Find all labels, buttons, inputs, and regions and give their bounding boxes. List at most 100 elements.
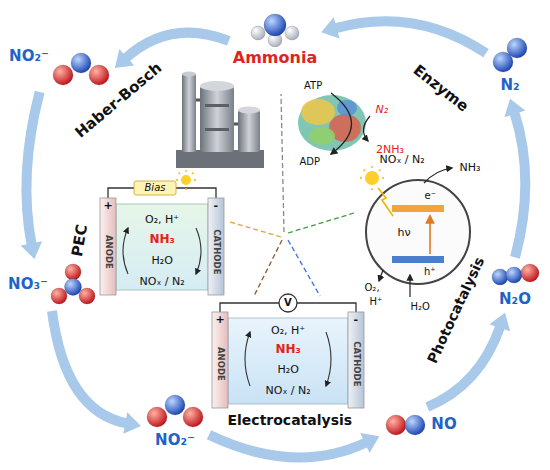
arrow-shaft <box>514 112 525 257</box>
text-label: CATHODE <box>211 229 221 274</box>
atom <box>147 407 167 427</box>
species-node: N₂O <box>490 261 540 308</box>
atom <box>89 65 109 85</box>
sector-divider-part <box>230 222 281 237</box>
photocatalyst-particle-part <box>429 216 431 254</box>
molecule-icon <box>383 411 429 439</box>
arrow-head <box>321 17 339 38</box>
species-label: NO₂⁻ <box>9 48 49 65</box>
text-label: hν <box>398 227 411 240</box>
haber-bosch-plant <box>176 72 264 169</box>
atom <box>264 14 286 36</box>
text-label: NH₃ <box>276 343 301 357</box>
photocatalyst-particle-part <box>360 166 384 190</box>
pec-cell-part <box>208 198 224 295</box>
arrow-shaft <box>52 311 127 423</box>
text-label: - <box>214 200 219 213</box>
text-label: O₂, <box>365 282 380 294</box>
text-label: NH₃ <box>460 162 481 175</box>
text-label: ATP <box>304 80 322 92</box>
species-node: NO₃⁻ <box>8 263 96 307</box>
molecule-icon <box>490 35 530 75</box>
sector-divider-part <box>254 240 282 296</box>
arrow-head <box>21 241 43 259</box>
text-label: NOₓ / N₂ <box>140 276 185 289</box>
atom <box>386 415 406 435</box>
sector-divider-part <box>288 240 320 296</box>
species-label: N₂ <box>500 77 519 94</box>
text-label: + <box>104 200 113 213</box>
cycle-arrow <box>52 311 141 434</box>
text-label: ADP <box>300 156 321 168</box>
species-node: Ammonia <box>233 9 317 67</box>
sector-divider-part <box>288 213 354 233</box>
molecule-icon <box>51 48 111 88</box>
text-label: e⁻ <box>425 190 436 202</box>
electrolysis-cell-part <box>212 312 228 408</box>
nitrogenase-enzyme <box>298 93 370 154</box>
text-label: H₂O <box>152 255 173 268</box>
cycle-arrow <box>504 99 525 258</box>
species-node: NO₂⁻ <box>9 48 111 88</box>
photocatalyst-particle <box>360 166 470 297</box>
text-label: NOₓ / N₂ <box>380 154 425 167</box>
haber-bosch-plant-part <box>238 110 260 152</box>
arrow-shaft <box>209 435 367 458</box>
photocatalyst-particle-part <box>379 270 383 281</box>
nitrogenase-enzyme-part <box>301 99 335 125</box>
photocatalyst-particle-part <box>392 256 444 263</box>
pec-cell-part <box>100 198 116 295</box>
cycle-arrow <box>321 17 486 53</box>
text-label: O₂, H⁺ <box>271 325 305 338</box>
pec-cell-part <box>181 175 191 185</box>
arrow-shaft <box>335 21 486 53</box>
text-label: H₂O <box>278 364 299 377</box>
arrow-head <box>504 99 525 118</box>
text-label: Electrocatalysis <box>228 412 353 428</box>
nitrogenase-enzyme-part <box>309 127 335 145</box>
molecule-icon <box>50 263 96 307</box>
molecule-icon <box>250 9 300 47</box>
text-label: NH₃ <box>150 233 175 247</box>
atom <box>53 65 73 85</box>
electrolysis-cell-part <box>348 312 364 408</box>
haber-bosch-plant-part <box>176 150 264 168</box>
photocatalyst-particle-part <box>409 275 410 297</box>
atom <box>71 53 91 73</box>
photocatalyst-particle-part <box>365 171 379 185</box>
species-label: Ammonia <box>233 49 317 67</box>
photocatalyst-particle-part <box>366 180 470 284</box>
photocatalyst-particle-part <box>424 168 452 183</box>
arrow-shaft <box>125 33 229 59</box>
haber-bosch-plant-part <box>196 100 238 124</box>
pec-cell <box>100 170 224 295</box>
atom <box>507 38 527 58</box>
text-label: V <box>284 297 292 309</box>
text-label: - <box>354 314 359 327</box>
atom <box>165 395 185 415</box>
haber-bosch-plant-part <box>238 107 260 114</box>
atom <box>492 269 508 285</box>
arrow-head <box>360 433 379 453</box>
atom <box>506 267 522 283</box>
arrow-head <box>115 49 134 68</box>
pec-cell-part <box>116 204 208 290</box>
nitrogenase-enzyme-part <box>331 93 352 154</box>
species-label: NO₃⁻ <box>8 276 48 293</box>
text-label: N₂ <box>376 104 389 117</box>
atom <box>285 26 299 40</box>
text-label: H₂O <box>411 301 430 313</box>
arrow-shaft <box>26 92 39 245</box>
photocatalyst-particle-part <box>378 188 393 216</box>
pec-cell-part <box>176 170 196 190</box>
atom <box>183 407 203 427</box>
electrolysis-cell <box>212 294 364 408</box>
atom <box>65 264 81 280</box>
atom <box>251 26 265 40</box>
text-label: CATHODE <box>351 341 361 386</box>
pec-cell-part <box>123 228 128 274</box>
photocatalyst-particle-part <box>392 205 444 212</box>
nitrogenase-enzyme-part <box>298 95 366 151</box>
text-label: h⁺ <box>424 266 436 278</box>
